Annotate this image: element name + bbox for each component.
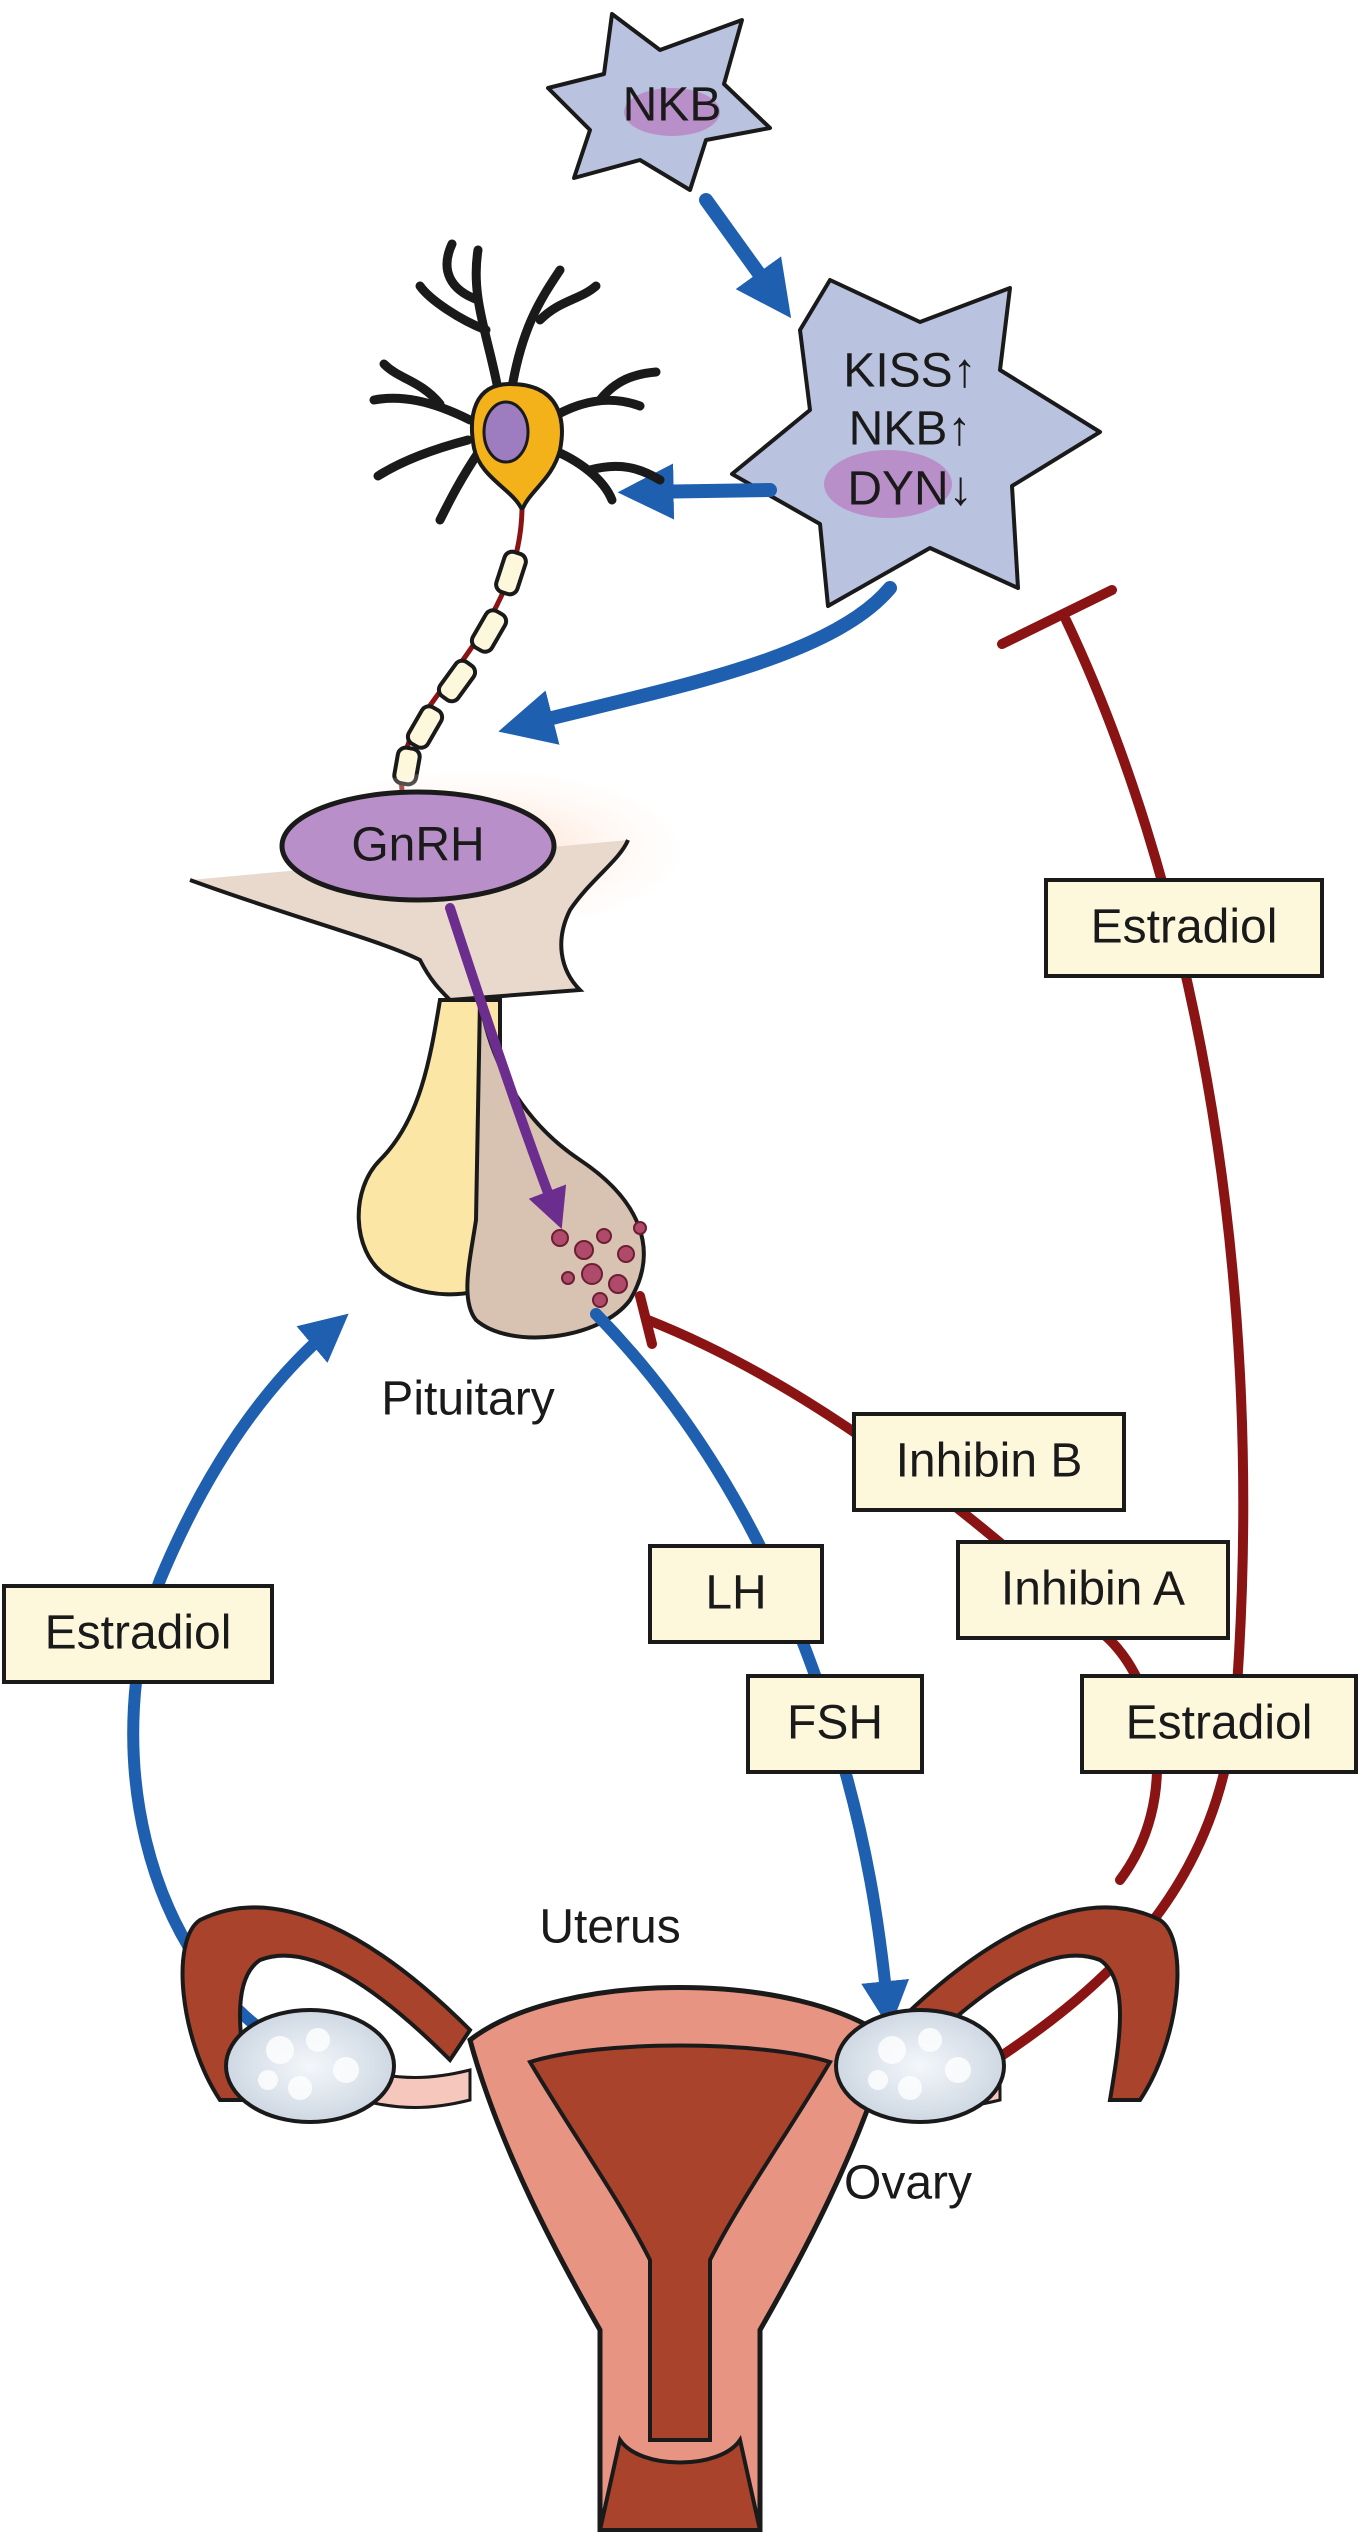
kiss-label: KISS↑ xyxy=(843,345,976,398)
kndy-cell-nucleus xyxy=(824,450,952,518)
gnrh-node: GnRH xyxy=(279,789,557,903)
inhibin-a-box: Inhibin A xyxy=(956,1540,1230,1640)
estradiol-box-right: Estradiol xyxy=(1044,878,1324,978)
nkb-cell: NKB xyxy=(546,12,772,192)
inhibin-b-box: Inhibin B xyxy=(852,1412,1126,1512)
nkb-label: NKB↑ xyxy=(849,403,972,456)
dyn-label: DYN↓ xyxy=(847,463,972,516)
kndy-to-neuron-arrow xyxy=(617,463,777,520)
left-ovary xyxy=(224,2008,396,2124)
svg-text:Estradiol: Estradiol xyxy=(1126,1697,1313,1750)
svg-text:Estradiol: Estradiol xyxy=(45,1607,232,1660)
nkb-to-kndy-arrow xyxy=(699,193,792,319)
kndy-to-axon-arrow xyxy=(498,581,897,745)
svg-text:Inhibin A: Inhibin A xyxy=(1001,1563,1185,1616)
nkb-cell-label: NKB xyxy=(623,79,722,132)
fsh-box: FSH xyxy=(746,1674,924,1774)
svg-text:FSH: FSH xyxy=(787,1697,883,1750)
svg-text:LH: LH xyxy=(705,1567,766,1620)
gnrh-to-pituitary-arrow xyxy=(445,903,567,1229)
estradiol-box-left: Estradiol xyxy=(2,1584,274,1684)
pituitary-label: Pituitary xyxy=(381,1373,554,1426)
right-ovary xyxy=(834,2008,1006,2124)
uterus-label: Uterus xyxy=(539,1901,680,1954)
estradiol-box-lower: Estradiol xyxy=(1080,1674,1358,1774)
nkb-cell-nucleus xyxy=(624,88,720,136)
inhibitory-feedback xyxy=(635,585,1249,2075)
uterus xyxy=(180,1905,1180,2532)
svg-text:Inhibin B: Inhibin B xyxy=(896,1435,1083,1488)
lh-box: LH xyxy=(648,1544,824,1644)
svg-text:Estradiol: Estradiol xyxy=(1091,901,1278,954)
neuron-nucleus xyxy=(482,400,530,464)
gnrh-label: GnRH xyxy=(351,819,484,872)
gnrh-neuron xyxy=(369,239,665,791)
ovary-label: Ovary xyxy=(844,2157,972,2210)
kndy-cell: KISS↑ NKB↑ DYN↓ xyxy=(730,278,1102,608)
